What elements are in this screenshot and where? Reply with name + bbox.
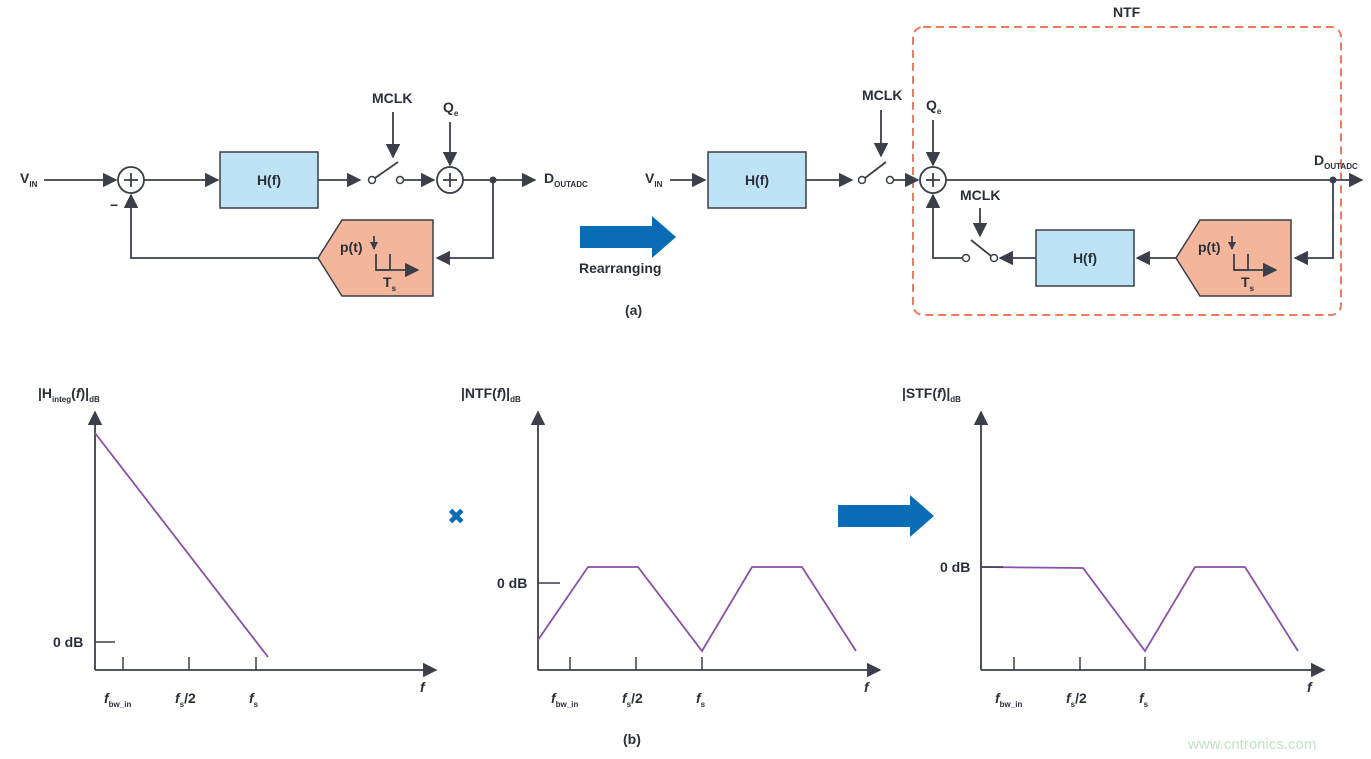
hf-block-2 — [707, 151, 807, 209]
dout-label-2: DOUTADC — [1314, 152, 1358, 171]
mclk-switch-2 — [857, 161, 895, 185]
summing-junction-3 — [919, 166, 947, 194]
left-loop-diagram: VIN − H(f) MCLK Qe DOUTADC — [20, 90, 588, 297]
ts-label: Ts — [383, 274, 397, 293]
watermark: www.cntronics.com — [1187, 736, 1316, 753]
rearranging-label: Rearranging — [579, 260, 661, 276]
multiply-icon: ✖ — [447, 504, 465, 529]
result-arrow — [838, 495, 934, 537]
plot3-tick-fs2: fs/2 — [1066, 690, 1087, 709]
ntf-box — [912, 26, 1342, 316]
plot1-zero-db: 0 dB — [53, 634, 83, 650]
mclk-switch — [367, 161, 405, 185]
plot-h-integ: |Hinteg(f)|dB 0 dB fbw_in fs/2 fs f — [38, 385, 438, 709]
plot2-tick-fbw: fbw_in — [551, 690, 578, 709]
plot-stf: |STF(f)|dB 0 dB fbw_in fs/2 fs f — [902, 385, 1326, 709]
hf-block-3 — [1035, 229, 1135, 287]
plot1-tick-fbw: fbw_in — [104, 690, 131, 709]
plot3-ylabel: |STF(f)|dB — [902, 385, 961, 404]
summing-junction-2 — [436, 166, 464, 194]
plot1-xlabel: f — [420, 679, 426, 695]
plot2-tick-fs: fs — [696, 690, 706, 709]
rearranging-arrow — [580, 216, 676, 258]
plot3-xlabel: f — [1307, 679, 1313, 695]
plot3-tick-fs: fs — [1139, 690, 1149, 709]
plot2-tick-fs2: fs/2 — [622, 690, 643, 709]
plot1-tick-fs: fs — [249, 690, 259, 709]
caption-b: (b) — [623, 731, 641, 747]
minus-sign: − — [110, 197, 118, 213]
plot-ntf: |NTF(f)|dB 0 dB fbw_in fs/2 fs f — [461, 385, 882, 709]
vin-label: VIN — [20, 170, 38, 189]
pt-label: p(t) — [340, 239, 363, 255]
mclk-switch-3 — [961, 239, 999, 263]
plot2-zero-db: 0 dB — [497, 575, 527, 591]
pt-label-2: p(t) — [1198, 239, 1221, 255]
mclk-label-3: MCLK — [960, 187, 1000, 203]
hf-block — [219, 151, 319, 209]
ntf-label: NTF — [1113, 4, 1141, 20]
hf-block-3-label: H(f) — [1073, 250, 1097, 266]
plot1-tick-fs2: fs/2 — [175, 690, 196, 709]
right-loop-diagram: NTF VIN H(f) MCLK Qe DOUTADC p(t) — [645, 4, 1364, 316]
summing-junction-1 — [117, 166, 145, 194]
ts-label-2: Ts — [1241, 274, 1255, 293]
mclk-label: MCLK — [372, 90, 412, 106]
pulse-icon — [370, 236, 420, 278]
caption-a: (a) — [625, 302, 642, 318]
mclk-label-2: MCLK — [862, 87, 902, 103]
plot2-ylabel: |NTF(f)|dB — [461, 385, 521, 404]
plot2-xlabel: f — [864, 679, 870, 695]
plot3-tick-fbw: fbw_in — [995, 690, 1022, 709]
qe-label: Qe — [443, 99, 459, 118]
qe-label-2: Qe — [926, 97, 942, 116]
plot3-zero-db: 0 dB — [940, 559, 970, 575]
hf-block-2-label: H(f) — [745, 172, 769, 188]
dout-label: DOUTADC — [544, 170, 588, 189]
plot1-ylabel: |Hinteg(f)|dB — [38, 385, 100, 404]
vin-label-2: VIN — [645, 170, 663, 189]
hf-block-label: H(f) — [257, 172, 281, 188]
pulse-icon-2 — [1228, 236, 1278, 278]
